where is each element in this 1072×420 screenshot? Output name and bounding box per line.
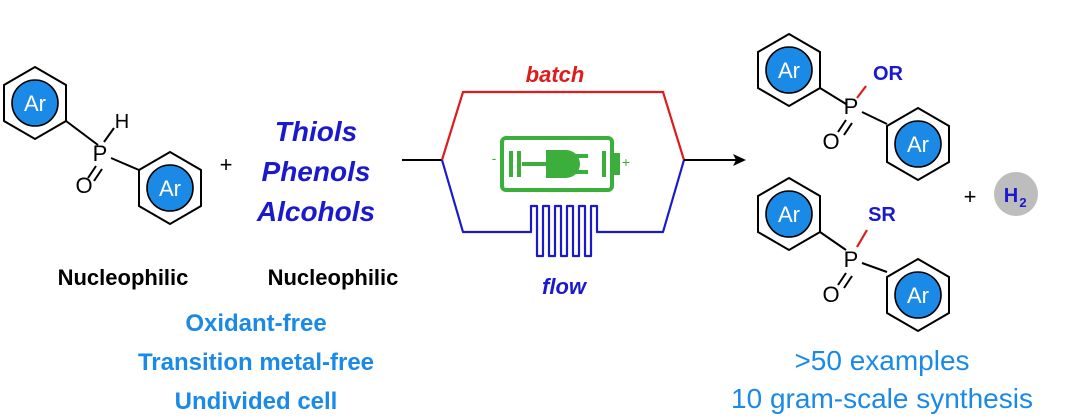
battery-minus: - (492, 150, 497, 166)
ar-badge (11, 79, 59, 127)
reactant-diarylphosphine-oxide: Ar P H O Ar (3, 65, 202, 226)
condition-oxidant-free: Oxidant-free (185, 310, 326, 337)
double-bond-p-o-b (93, 168, 103, 182)
sr-substituent: SR (868, 204, 896, 226)
ar-label: Ar (907, 132, 929, 157)
plus-sign: + (220, 152, 233, 177)
ar-label: Ar (778, 202, 800, 227)
hydrogen-label: H (115, 111, 129, 133)
nucleophile-list: Thiols Phenols Alcohols (256, 116, 375, 227)
h2-subscript: 2 (1019, 195, 1026, 210)
phosphorus-label: P (844, 247, 859, 272)
phosphorus-label: P (93, 141, 108, 166)
reactant-ring-2 (138, 150, 202, 226)
product1-ring-1 (757, 32, 821, 108)
flow-path (440, 159, 686, 258)
double-bond-p-o-b (843, 275, 853, 289)
ar-label: Ar (159, 176, 181, 201)
bond-p-ring2 (110, 157, 140, 171)
ar-badge (765, 190, 813, 238)
phosphorus-label: P (844, 94, 859, 119)
bond-p-or (856, 85, 867, 99)
nucleophile-alcohols: Alcohols (256, 196, 375, 227)
hydrogen-gas-badge: H 2 (994, 172, 1038, 216)
condition-undivided-cell: Undivided cell (175, 388, 338, 415)
batch-path (440, 90, 686, 161)
ar-label: Ar (778, 58, 800, 83)
bond-p-sr (856, 229, 868, 248)
arrow-head (733, 154, 746, 166)
product-phosphinothioate: Ar P SR O Ar (757, 176, 950, 333)
reactant-caption: Nucleophilic (58, 265, 189, 290)
oxygen-label: O (822, 129, 839, 154)
battery-plus: + (622, 154, 630, 170)
bond-ring1-p (65, 120, 99, 146)
product2-ring-2 (886, 257, 950, 333)
double-bond-p-o-a (87, 165, 97, 179)
ar-badge (146, 164, 194, 212)
product2-ring-1 (757, 176, 821, 252)
summary-gram-scale: 10 gram-scale synthesis (731, 383, 1033, 414)
nucleophile-thiols: Thiols (275, 116, 357, 147)
oxygen-label: O (75, 173, 92, 198)
nucleophile-caption: Nucleophilic (268, 265, 399, 290)
bond-ring-p (819, 87, 847, 105)
bond-p-ring (861, 111, 888, 125)
h2-letter: H (1004, 185, 1018, 207)
product-phosphinate: Ar P OR O Ar (757, 32, 950, 182)
reactant-ring-1 (3, 65, 67, 141)
ar-badge (894, 120, 942, 168)
bond-p-h (103, 127, 115, 143)
bond-ring-p (819, 231, 847, 251)
ar-label: Ar (24, 91, 46, 116)
byproduct-plus: + (964, 184, 977, 209)
summary-examples: >50 examples (794, 345, 969, 376)
nucleophile-phenols: Phenols (262, 156, 371, 187)
battery-plug-icon: - + (492, 136, 630, 192)
bond-p-ring (861, 262, 888, 273)
double-bond-p-o-a (837, 272, 847, 286)
condition-list: Oxidant-free Transition metal-free Undiv… (138, 310, 374, 415)
double-bond-p-o-a (837, 119, 847, 133)
ar-label: Ar (907, 283, 929, 308)
ar-badge (894, 271, 942, 319)
product1-ring-2 (886, 106, 950, 182)
batch-label: batch (526, 62, 585, 87)
reaction-arrow: batch flow - + (402, 62, 746, 299)
or-substituent: OR (873, 63, 904, 85)
ar-badge (765, 46, 813, 94)
condition-metal-free: Transition metal-free (138, 349, 374, 376)
flow-label: flow (542, 274, 588, 299)
oxygen-label: O (822, 282, 839, 307)
double-bond-p-o-b (843, 122, 853, 136)
